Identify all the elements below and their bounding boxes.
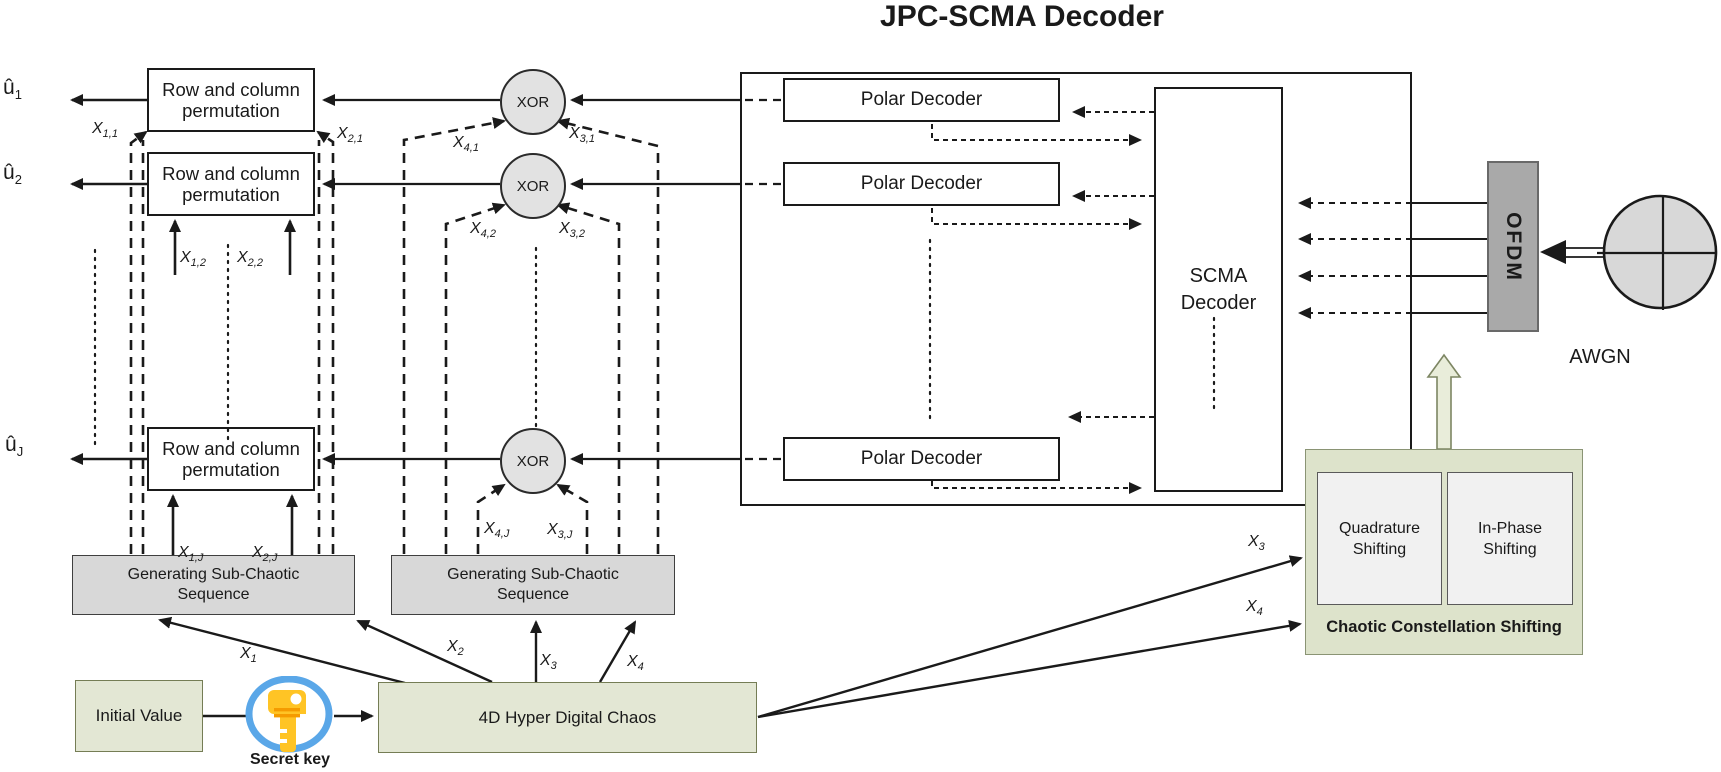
signal-label-x3J: X3,J [547,521,573,542]
continuation-dots [93,238,1216,447]
signal-label-x31: X3,1 [569,125,595,146]
secret-key-icon [245,676,333,753]
signal-label-x41: X4,1 [453,134,479,155]
chaos-wiring-arrows [158,555,1303,722]
xor-node-3: XOR [500,428,566,494]
chaotic-constellation-label: Chaotic Constellation Shifting [1326,618,1562,636]
initial-value-box: Initial Value [75,680,203,752]
xor-to-permutation-arrows [322,94,500,465]
hyper-chaos-box: 4D Hyper Digital Chaos [378,682,757,753]
signal-label-x11: X1,1 [92,120,118,141]
xor-chaotic-bus-dashed [402,117,660,554]
xor-node-1: XOR [500,69,566,135]
signal-label-x32: X3,2 [559,220,585,241]
constellation-up-arrow [1426,353,1462,450]
signal-label-x42: X4,2 [470,220,496,241]
polar-to-xor-arrows [570,94,740,465]
signal-label-x22: X2,2 [237,249,263,270]
output-label-uJ: ûJ [5,433,24,460]
signal-label-x2J: X2,J [252,544,278,565]
diagram-title: JPC-SCMA Decoder [880,0,1164,33]
signal-label-x21: X2,1 [337,125,363,146]
signal-label-x3: X3 [540,652,557,673]
polar-decoder-box-1: Polar Decoder [783,78,1060,122]
signal-label-x12: X1,2 [180,249,206,270]
output-arrows [70,94,147,465]
polar-decoder-box-2: Polar Decoder [783,162,1060,206]
polar-decoder-box-3: Polar Decoder [783,437,1060,481]
output-label-u2: û2 [3,161,22,188]
ofdm-to-scma-lines [1412,202,1487,314]
signal-label-x1J: X1,J [178,544,204,565]
signal-label-x2: X2 [447,638,464,659]
ofdm-box: OFDM [1487,161,1539,332]
secret-key-label: Secret key [249,751,331,768]
key-glyph [268,690,306,752]
signal-label-x4J: X4,J [484,520,510,541]
xor-node-2: XOR [500,153,566,219]
awgn-channel-icon [1540,194,1718,310]
left-chaotic-bus-dashed [129,130,335,554]
decoder-container-box [740,72,1412,506]
ofdm-to-scma-dashed-arrows [1298,197,1412,319]
awgn-label: AWGN [1569,346,1631,368]
signal-label-x4r: X4 [1246,598,1263,619]
polar-input-dashed-stubs [745,98,781,461]
scma-polar-feedback-dashed [931,106,1154,494]
signal-label-x3r: X3 [1248,533,1265,554]
sequence-input-arrows [167,219,298,568]
output-label-u1: û1 [3,76,22,103]
signal-label-x4: X4 [627,653,644,674]
signal-label-x1: X1 [240,645,257,666]
